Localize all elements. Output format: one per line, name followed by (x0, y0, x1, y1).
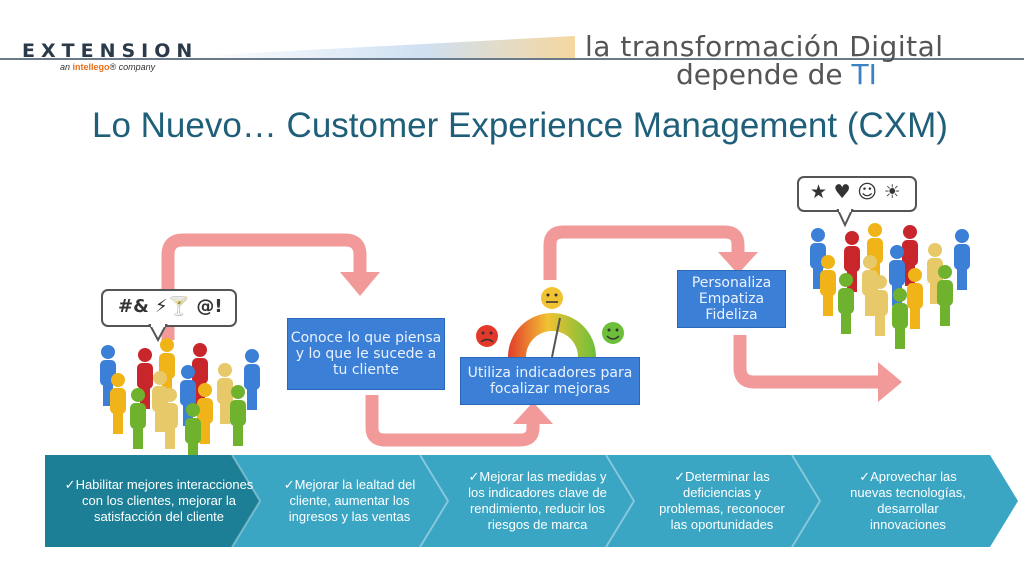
person-figure (862, 255, 878, 316)
chevron-2: ✓Mejorar la lealtad del cliente, aumenta… (282, 455, 417, 547)
chevron-5: ✓Aprovechar las nuevas tecnologías, desa… (838, 455, 978, 547)
happy-face-icon (602, 322, 624, 344)
tagline-line2-prefix: depende de (676, 58, 852, 91)
step-box-personaliza-label: Personaliza Empatiza Fideliza (691, 275, 772, 323)
step-box-indicadores: Utiliza indicadores para focalizar mejor… (460, 357, 640, 405)
flow-arrow-2 (365, 395, 540, 447)
tagline-line2: depende de TI (676, 58, 877, 91)
sad-face-icon (476, 325, 498, 347)
brand-sub-accent: intellego (72, 62, 110, 72)
step-box-indicadores-label: Utiliza indicadores para focalizar mejor… (467, 365, 633, 397)
person-figure (162, 388, 178, 449)
chevron-ribbon (45, 454, 1018, 548)
person-figure (927, 243, 943, 304)
page-title: Lo Nuevo… Customer Experience Management… (92, 106, 948, 145)
right-speech-bubble (797, 176, 917, 228)
flow-arrow-2-head (513, 402, 553, 424)
person-figure (907, 268, 923, 329)
chevron-3-shape (420, 455, 634, 547)
left-crowd (100, 338, 260, 464)
brand-subtitle: an intellego® company (60, 62, 155, 72)
tagline-accent: TI (851, 58, 877, 91)
step-box-personaliza: Personaliza Empatiza Fideliza (677, 270, 786, 328)
person-figure (197, 383, 213, 444)
person-figure (185, 403, 201, 464)
person-figure (130, 388, 146, 449)
person-figure (137, 348, 153, 409)
flow-arrow-4-head (878, 362, 902, 402)
brand-logo: EXTENSION (22, 40, 199, 62)
left-speech-bubble (101, 289, 237, 343)
chevron-1-shape (45, 455, 283, 547)
person-figure (872, 275, 888, 336)
chevron-2-shape (232, 455, 448, 547)
person-figure (892, 288, 908, 349)
chevron-2-text: ✓Mejorar la lealtad del cliente, aumenta… (283, 477, 416, 524)
person-figure (954, 229, 970, 290)
tagline-line1: la transformación Digital (585, 30, 944, 63)
chevron-4: ✓Determinar las deficiencias y problemas… (652, 455, 792, 547)
flow-arrow-3 (543, 225, 745, 280)
person-figure (217, 363, 233, 424)
chevron-1: ✓Habilitar mejores interacciones con los… (50, 455, 264, 547)
right-crowd (810, 223, 970, 349)
chevron-1-text: ✓Habilitar mejores interacciones con los… (64, 477, 254, 524)
person-figure (937, 265, 953, 326)
neutral-face-icon (541, 287, 563, 309)
chevron-3-text: ✓Mejorar las medidas y los indicadores c… (468, 469, 607, 532)
header-swoosh (195, 36, 575, 58)
gauge-needle (551, 317, 561, 358)
gauge-arc (508, 313, 596, 357)
person-figure (244, 349, 260, 410)
person-figure (110, 373, 126, 434)
flow-arrow-1 (161, 233, 367, 340)
flow-arrow-4 (733, 335, 880, 389)
person-figure (230, 385, 246, 446)
person-figure (820, 255, 836, 316)
flow-arrow-3-head (718, 252, 758, 274)
chevron-3: ✓Mejorar las medidas y los indicadores c… (465, 455, 610, 547)
left-bubble-text: #& ⚡🍸 @! (118, 296, 223, 317)
step-box-conoce: Conoce lo que piensa y lo que le sucede … (287, 318, 445, 390)
chevron-5-text: ✓Aprovechar las nuevas tecnologías, desa… (850, 469, 966, 532)
brand-sub-suffix: ® company (109, 62, 156, 72)
chevron-5-shape (792, 455, 1018, 547)
header-rule (0, 58, 1024, 60)
flow-arrow-1-head (340, 272, 380, 296)
brand-sub-prefix: an (60, 62, 73, 72)
person-figure (838, 273, 854, 334)
chevron-4-text: ✓Determinar las deficiencias y problemas… (659, 469, 785, 532)
right-bubble-text: ★ ♥ ☺ ☀ (810, 181, 901, 203)
step-box-conoce-label: Conoce lo que piensa y lo que le sucede … (290, 330, 442, 378)
person-figure (180, 365, 196, 426)
chevron-4-shape (606, 455, 820, 547)
